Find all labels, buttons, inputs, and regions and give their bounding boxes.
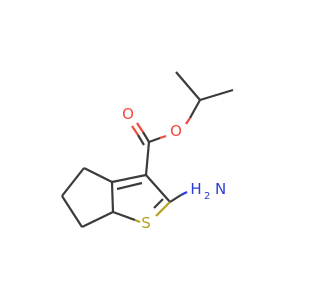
bond-carbonyl-double-a-o [136, 122, 144, 133]
bond-carbonyl-c-ester [148, 136, 161, 144]
bond-c5-c6 [61, 195, 83, 228]
bond-c4-c5 [61, 167, 85, 197]
bond-c3-c3a-inner [116, 181, 143, 191]
bond-c3-c3a-outer [111, 173, 147, 184]
bond-c3-c2 [145, 174, 171, 203]
bond-ester-o-ch [185, 117, 191, 125]
bond-c3a-c6a-outer [110, 181, 115, 213]
ester-oxygen-label: O [170, 122, 182, 140]
bond-methyl-right [199, 88, 234, 102]
bond-carbonyl-c3 [144, 141, 151, 176]
amino-group-label: H 2 N [190, 180, 226, 202]
amino-nitrogen-label: N [215, 180, 226, 198]
bond-c2-s-inner [153, 198, 164, 209]
amino-hydrogens-label: H [190, 180, 201, 198]
structure-canvas: O O S H 2 N [61, 71, 234, 232]
bond-c6a-s [112, 210, 136, 222]
bond-c6a-s-colored [134, 218, 141, 224]
bond-isopropyl-ch [189, 99, 201, 119]
molecule-diagram: O O S H 2 N [61, 71, 234, 232]
bond-c2-n-colored [180, 191, 188, 196]
bond-methyl-top [175, 71, 201, 101]
bond-carbonyl-double-b [137, 134, 145, 146]
bond-c2-n [169, 194, 182, 203]
carbonyl-oxygen-label: O [122, 105, 134, 123]
amino-h-count-label: 2 [204, 191, 210, 202]
bond-c3a-c4 [83, 167, 113, 183]
bond-c2-s [155, 201, 171, 217]
bond-carbonyl-double-b-o [131, 125, 139, 136]
ring-sulfur-label: S [141, 214, 151, 232]
bond-c6-c6a [81, 211, 114, 228]
bond-carbonyl-double-a [142, 131, 150, 143]
bond-ester-o-c [159, 134, 167, 140]
